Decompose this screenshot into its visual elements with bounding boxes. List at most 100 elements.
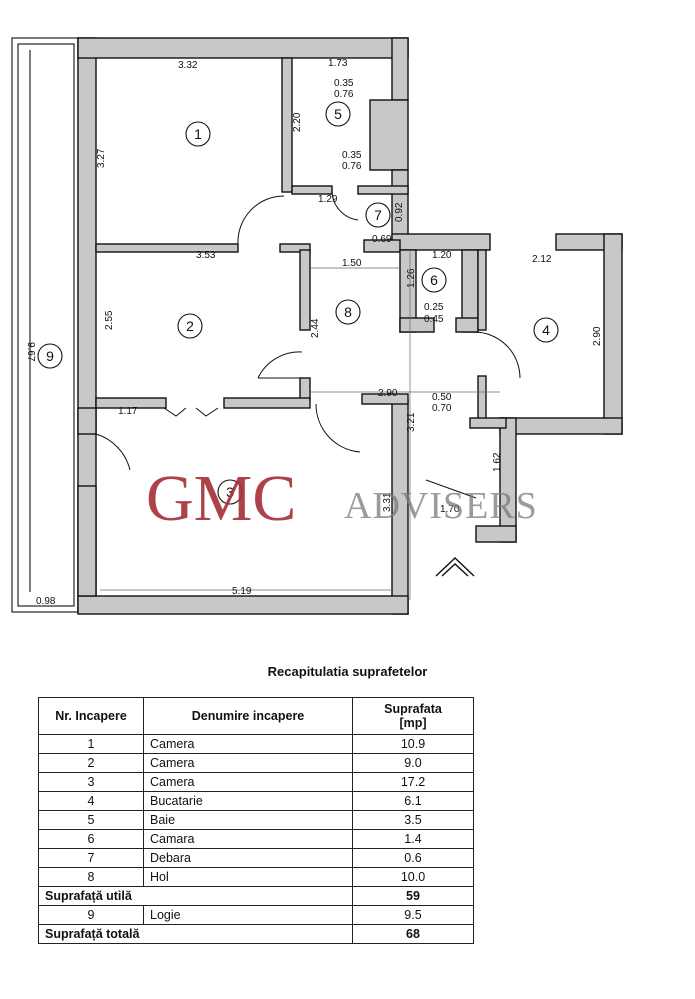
cell-nr: 5	[38, 810, 144, 830]
room-number: 4	[542, 322, 550, 338]
room-number: 3	[226, 484, 234, 500]
dim-label: 0.35	[334, 78, 354, 89]
dim-label: 0.76	[334, 89, 354, 100]
dim-label: 0.92	[394, 202, 405, 222]
util-area-row: Suprafață utilă 59	[38, 886, 474, 906]
dim-label: 1.29	[318, 194, 338, 205]
room-number: 7	[374, 207, 382, 223]
total-area-value: 68	[352, 924, 474, 944]
dim-label: 2.20	[292, 112, 303, 132]
header-area: Suprafata [mp]	[352, 697, 474, 735]
room-number: 6	[430, 272, 438, 288]
logia-outline	[11, 37, 79, 613]
header-nr: Nr. Incapere	[38, 697, 144, 735]
cell-nr: 4	[38, 791, 144, 811]
dim-label: 3.53	[196, 250, 216, 261]
dim-label: 0.45	[424, 314, 444, 325]
cell-area: 9.5	[352, 905, 474, 925]
cell-nr: 8	[38, 867, 144, 887]
table-row: 9 Logie 9.5	[38, 905, 474, 925]
dimension-labels: 3.32 3.27 2.20 1.73 0.35 0.76 0.35 0.76 …	[25, 58, 603, 607]
dim-label: 1.50	[342, 258, 362, 269]
floor-plan: 3.32 3.27 2.20 1.73 0.35 0.76 0.35 0.76 …	[11, 37, 623, 615]
interior-walls	[77, 57, 507, 597]
dim-label: 1.17	[118, 406, 138, 417]
util-area-label: Suprafață utilă	[38, 886, 353, 906]
cell-area: 10.0	[352, 867, 474, 887]
cell-name: Hol	[143, 867, 353, 887]
header-name: Denumire incapere	[143, 697, 353, 735]
watermark-logo: GMC	[146, 462, 296, 535]
doors	[95, 189, 521, 499]
dim-label: 1.62	[492, 452, 503, 472]
cell-area: 6.1	[352, 791, 474, 811]
dim-label: 2.55	[104, 310, 115, 330]
table-title: Recapitulatia suprafetelor	[267, 664, 428, 679]
dim-label: 3.27	[96, 148, 107, 168]
cell-nr: 6	[38, 829, 144, 849]
dim-label: 0.70	[432, 403, 452, 414]
cell-nr: 9	[38, 905, 144, 925]
room-number: 9	[46, 348, 54, 364]
cell-name: Logie	[143, 905, 353, 925]
room-number: 2	[186, 318, 194, 334]
dim-label: 0.35	[342, 150, 362, 161]
cell-nr: 3	[38, 772, 144, 792]
watermark-subtitle: ADVISERS	[344, 485, 538, 527]
room-number: 1	[194, 126, 202, 142]
cell-name: Camera	[143, 753, 353, 773]
cell-nr: 1	[38, 734, 144, 754]
dim-label: 9.67	[25, 342, 36, 362]
entrance-chevron-icon	[435, 557, 475, 577]
cell-name: Camera	[143, 734, 353, 754]
cell-nr: 7	[38, 848, 144, 868]
dim-label: 0.98	[36, 596, 56, 607]
outer-walls	[77, 37, 623, 615]
dim-label: 2.12	[532, 254, 552, 265]
dim-label: 2.44	[310, 318, 321, 338]
dim-label: 1.73	[328, 58, 348, 69]
cell-area: 9.0	[352, 753, 474, 773]
dim-label: 0.69	[372, 234, 392, 245]
dim-label: 1.70	[440, 504, 460, 515]
cell-name: Camera	[143, 772, 353, 792]
total-area-label: Suprafață totală	[38, 924, 353, 944]
dim-label: 0.25	[424, 302, 444, 313]
cell-area: 3.5	[352, 810, 474, 830]
surface-table: Nr. Incapere Denumire incapere Suprafata…	[38, 697, 474, 944]
total-area-row: Suprafață totală 68	[38, 924, 474, 944]
cell-area: 10.9	[352, 734, 474, 754]
dim-label: 1.26	[406, 268, 417, 288]
dim-label: 0.50	[432, 392, 452, 403]
cell-name: Baie	[143, 810, 353, 830]
guide-lines	[100, 250, 500, 600]
cell-nr: 2	[38, 753, 144, 773]
header-area-line1: Suprafata	[384, 702, 442, 716]
room-markers: 1 2 3 4 5 6 7 8 9	[37, 101, 559, 505]
dim-label: 2.90	[378, 388, 398, 399]
dim-label: 5.19	[232, 586, 252, 597]
dim-label: 1.20	[432, 250, 452, 261]
util-area-value: 59	[352, 886, 474, 906]
cell-name: Camara	[143, 829, 353, 849]
room-number: 5	[334, 106, 342, 122]
dim-label: 3.31	[382, 492, 393, 512]
cell-area: 1.4	[352, 829, 474, 849]
dim-label: 3.21	[406, 412, 417, 432]
dim-label: 0.76	[342, 161, 362, 172]
dim-label: 3.32	[178, 60, 198, 71]
header-area-line2: [mp]	[399, 716, 427, 730]
dim-label: 2.90	[592, 326, 603, 346]
cell-name: Debara	[143, 848, 353, 868]
cell-area: 0.6	[352, 848, 474, 868]
cell-area: 17.2	[352, 772, 474, 792]
cell-name: Bucatarie	[143, 791, 353, 811]
